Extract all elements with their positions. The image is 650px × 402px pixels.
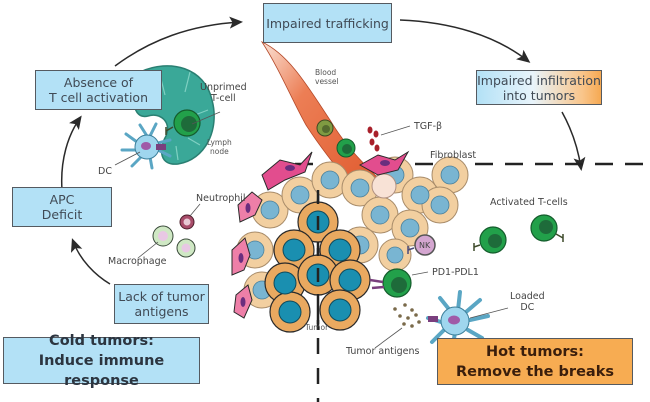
arrow-infiltration-to-tumor bbox=[561, 111, 586, 171]
cold-tumors-box: Cold tumors: Induce immune response bbox=[3, 333, 200, 389]
tgf-beta-molecules bbox=[367, 126, 380, 152]
arrow-trafficking-to-infiltration bbox=[399, 19, 531, 63]
tumor-antigen-dots bbox=[393, 303, 421, 328]
lack-line1: Lack of tumor bbox=[118, 289, 205, 304]
impaired-infiltration-box: Impaired infiltration into tumors bbox=[476, 70, 602, 105]
tumor-antigens-label: Tumor antigens bbox=[346, 346, 420, 357]
neutrophil-label: Neutrophil bbox=[196, 193, 246, 204]
fibroblast-label: Fibroblast bbox=[430, 150, 477, 161]
cold-line1: Cold tumors: bbox=[49, 332, 154, 349]
activated-t-cells bbox=[473, 214, 564, 254]
dc-label: DC bbox=[98, 166, 112, 177]
nk-label: NK bbox=[419, 241, 431, 250]
apc-line2: Deficit bbox=[41, 207, 83, 222]
pd1-pdl1-label: PD1-PDL1 bbox=[432, 267, 479, 278]
apc-deficit-box: APC Deficit bbox=[12, 187, 112, 227]
lack-of-tumor-antigens-box: Lack of tumor antigens bbox=[114, 284, 209, 324]
hot-line2: Remove the breaks bbox=[456, 363, 614, 380]
arrow-apc-to-absence bbox=[60, 115, 82, 191]
tumor-nuclei bbox=[273, 210, 362, 324]
arrow-absence-to-trafficking bbox=[114, 16, 243, 67]
unprimed-t-cell-label: Unprimed T-cell bbox=[200, 82, 247, 104]
blood-vessel-label: Blood vessel bbox=[315, 68, 339, 86]
dc-cell-graphic bbox=[120, 122, 172, 170]
tgf-beta-label: TGF-β bbox=[414, 121, 443, 132]
neutrophil bbox=[179, 214, 195, 230]
lack-line2: antigens bbox=[134, 304, 189, 319]
nk-cell-graphic bbox=[407, 234, 436, 256]
infiltration-line1: Impaired infiltration bbox=[477, 72, 601, 88]
infiltration-line2: into tumors bbox=[502, 87, 576, 103]
impaired-trafficking-text: Impaired trafficking bbox=[266, 15, 389, 31]
impaired-trafficking-box: Impaired trafficking bbox=[263, 3, 392, 43]
macrophages bbox=[152, 225, 196, 258]
absence-of-t-cell-activation-box: Absence of T cell activation bbox=[35, 70, 162, 110]
hot-line1: Hot tumors: bbox=[486, 343, 584, 360]
loaded-dc-label: Loaded DC bbox=[510, 291, 545, 313]
hot-tumors-box: Hot tumors: Remove the breaks bbox=[437, 338, 633, 385]
absence-line2: T cell activation bbox=[49, 90, 148, 105]
lymph-node-label: Lymph node bbox=[207, 138, 232, 156]
tumor-label: Tumor bbox=[305, 323, 329, 332]
pd1-t-cell-graphic bbox=[369, 268, 412, 298]
macrophage-label: Macrophage bbox=[108, 256, 167, 267]
arrow-lack-to-apc bbox=[71, 238, 111, 285]
absence-line1: Absence of bbox=[63, 75, 134, 90]
apc-line1: APC bbox=[49, 192, 75, 207]
activated-t-cells-label: Activated T-cells bbox=[490, 197, 568, 208]
cold-line2: Induce immune response bbox=[38, 352, 165, 389]
